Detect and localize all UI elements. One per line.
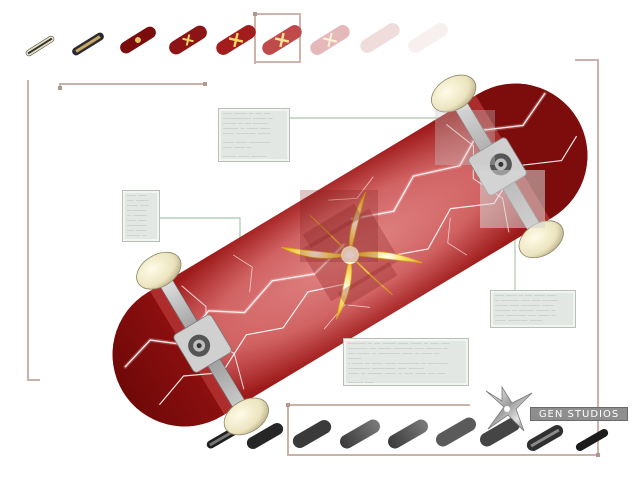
ghost-deck-9	[575, 429, 609, 451]
ghost-deck-4	[340, 419, 380, 449]
ghost-deck-2	[246, 423, 284, 449]
brand-label: GEN STUDIOS	[530, 407, 628, 421]
ghost-deck-5	[388, 419, 428, 449]
ghost-deck-3	[292, 420, 332, 448]
top-progression-strip	[25, 23, 448, 57]
thumb-deck-2	[72, 32, 104, 56]
thumb-deck-6-selected	[262, 25, 302, 55]
lightning-graphic	[123, 91, 577, 405]
x-splash-logo-icon	[485, 385, 533, 432]
thumb-deck-1	[25, 35, 55, 57]
thumb-deck-8	[360, 23, 400, 53]
lily-flower-graphic	[281, 191, 423, 320]
ghost-deck-6	[436, 417, 476, 447]
callout-note-left: ~~~~ ~~~~ ~~~ ~~~~~~ ~~~~~ ~~~~ ~~~~~~~~…	[122, 190, 160, 242]
ghost-deck-8	[526, 425, 564, 451]
thumb-deck-3	[120, 26, 156, 54]
thumb-deck-5	[216, 25, 256, 55]
rear-truck	[136, 251, 269, 436]
callout-note-top: ~~~~ ~~~~~~ ~~ ~~~ ~~~ ~~~~~~~~~~~~~ ~~~…	[218, 108, 290, 162]
wheel	[136, 251, 182, 290]
thumb-deck-7	[310, 25, 350, 55]
frame-corner-marks	[58, 12, 600, 457]
ghost-deck-7	[480, 417, 520, 447]
thumb-deck-4	[169, 25, 207, 55]
bottom-ghost-strip	[206, 417, 609, 451]
wheel	[431, 74, 477, 113]
highlight-boxes	[300, 110, 545, 262]
thumb-deck-9	[408, 23, 448, 53]
callout-note-bottom: ~~~~~~~~ ~~ ~~~ ~~~~~~ ~~~~~ ~~~~~ ~~ ~~…	[343, 338, 469, 386]
callout-note-right: ~~~~ ~~~~~ ~~ ~~~ ~~~~~ ~~~~ ~~ ~~~~~~~~…	[490, 290, 576, 328]
wheel	[223, 397, 269, 436]
